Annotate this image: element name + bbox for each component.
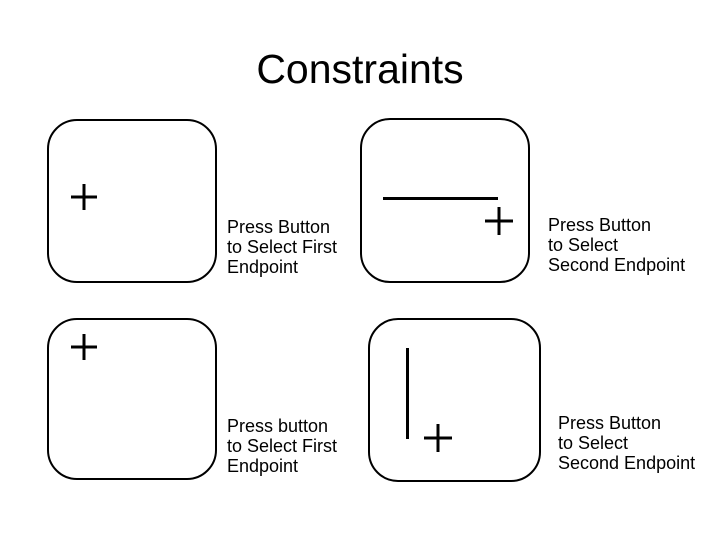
- panel-box-first-endpoint-top: [47, 119, 217, 283]
- crosshair-cursor-icon: [71, 184, 97, 210]
- caption-first-endpoint-top: Press Button to Select First Endpoint: [227, 217, 337, 277]
- caption-line: Press Button: [558, 413, 662, 433]
- caption-line: Press Button: [548, 215, 652, 235]
- horizontal-line-graphic: [383, 197, 498, 200]
- caption-line: Endpoint: [227, 257, 299, 277]
- caption-line: Second Endpoint: [558, 453, 696, 473]
- caption-line: Press button: [227, 416, 329, 436]
- caption-line: Second Endpoint: [548, 255, 686, 275]
- caption-second-endpoint-bottom: Press Button to Select Second Endpoint: [558, 413, 695, 473]
- vertical-line-graphic: [406, 348, 409, 439]
- crosshair-cursor-icon: [485, 207, 513, 235]
- panel-box-second-endpoint-top: [360, 118, 530, 283]
- caption-line: Endpoint: [227, 456, 299, 476]
- caption-line: to Select First: [227, 436, 338, 456]
- crosshair-cursor-icon: [71, 334, 97, 360]
- panel-box-first-endpoint-bottom: [47, 318, 217, 480]
- caption-line: Press Button: [227, 217, 331, 237]
- caption-first-endpoint-bottom: Press button to Select First Endpoint: [227, 416, 337, 476]
- crosshair-cursor-icon: [424, 424, 452, 452]
- caption-line: to Select: [548, 235, 619, 255]
- caption-second-endpoint-top: Press Button to Select Second Endpoint: [548, 215, 685, 275]
- caption-line: to Select First: [227, 237, 338, 257]
- caption-line: to Select: [558, 433, 629, 453]
- panel-box-second-endpoint-bottom: [368, 318, 541, 482]
- slide-title: Constraints: [256, 46, 464, 92]
